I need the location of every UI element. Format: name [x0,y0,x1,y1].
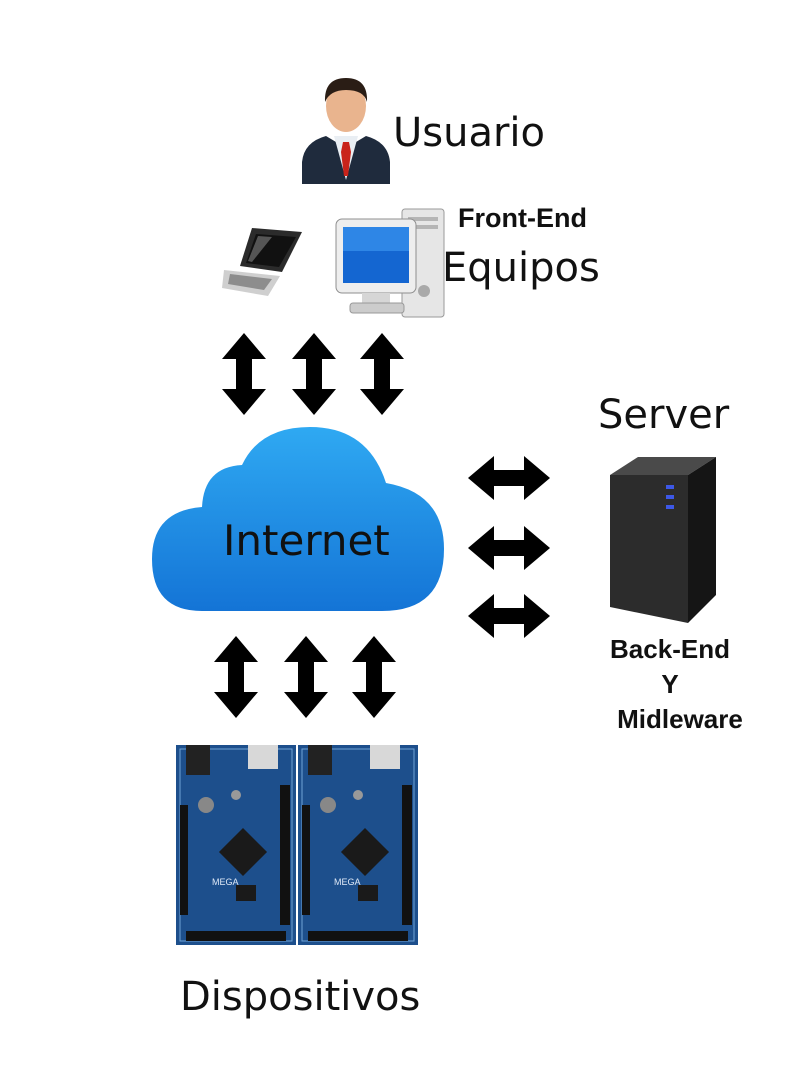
vertical-arrows-top [222,333,404,415]
double-arrow-icon [292,333,336,415]
vertical-arrows-bottom [214,636,396,718]
double-arrow-icon [284,636,328,718]
devices-bottom-label: Dispositivos [180,974,421,1020]
backend-label-1: Back-End [610,634,730,664]
double-arrow-icon [360,333,404,415]
laptop-icon [222,228,302,296]
double-arrow-icon [352,636,396,718]
double-arrow-icon [222,333,266,415]
backend-label-3: Midleware [617,704,743,734]
user-icon [302,78,390,184]
cloud-icon [152,427,444,611]
devices-top-label: Equipos [442,245,600,291]
user-label: Usuario [393,110,546,156]
svg-text:MEGA: MEGA [212,877,239,887]
internet-label: Internet [223,516,390,565]
desktop-pc-icon [335,208,445,318]
double-arrow-icon [214,636,258,718]
arduino-board-icon: MEGA [298,745,418,945]
double-arrow-icon [468,594,550,638]
svg-text:MEGA: MEGA [334,877,361,887]
double-arrow-icon [468,526,550,570]
arduino-board-icon: MEGA [176,745,296,945]
backend-label-2: Y [661,669,679,699]
double-arrow-icon [468,456,550,500]
horizontal-arrows [468,456,550,638]
server-icon [610,457,716,623]
frontend-label: Front-End [458,203,587,233]
server-label: Server [598,392,730,438]
